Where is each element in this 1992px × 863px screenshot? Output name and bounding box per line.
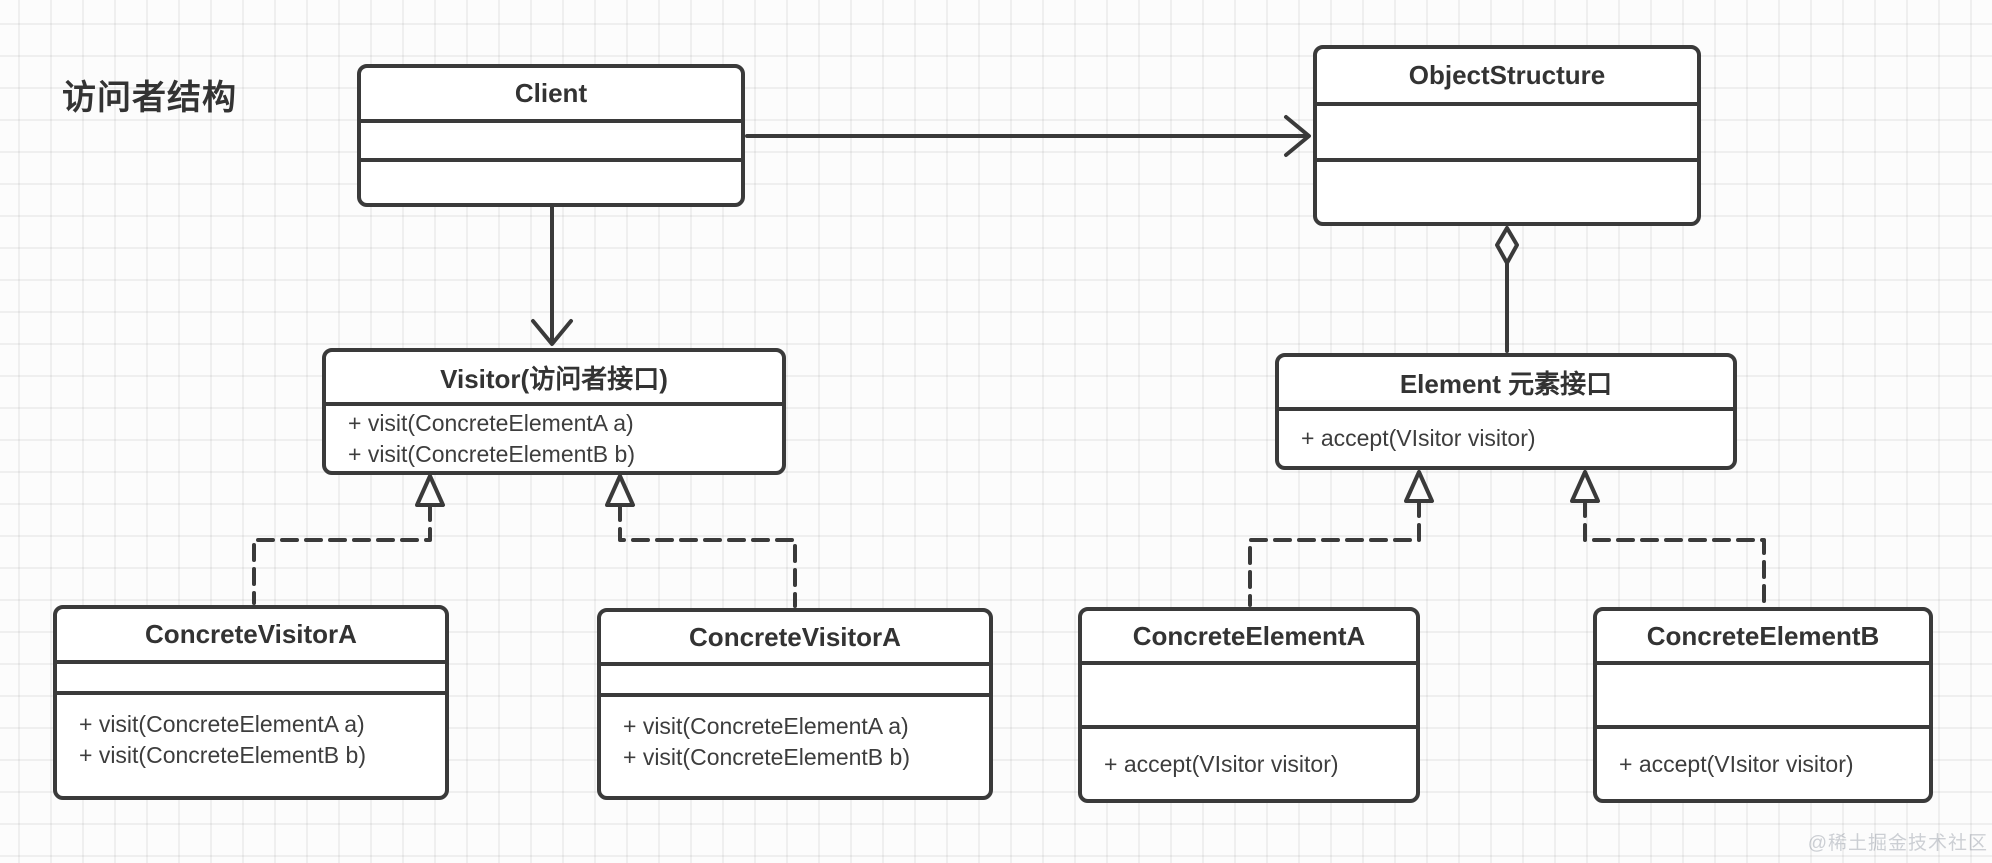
page-title: 访问者结构	[62, 79, 237, 117]
concrete-visitor-2-dashed-line	[618, 503, 797, 608]
class-title: ConcreteVisitorA	[57, 609, 445, 664]
class-title: Client	[361, 68, 741, 123]
inheritance-triangle-icon	[1570, 470, 1600, 503]
class-methods-empty	[361, 162, 741, 203]
inheritance-triangle-icon	[1404, 470, 1434, 503]
class-attributes-empty	[57, 664, 445, 695]
class-methods: + accept(VIsitor visitor)	[1082, 729, 1416, 799]
inheritance-triangle-icon	[415, 474, 445, 507]
class-methods: + visit(ConcreteElementA a) + visit(Conc…	[601, 697, 989, 796]
concrete-element-a-dashed-line	[1248, 499, 1421, 607]
class-box-element: Element 元素接口 + accept(VIsitor visitor)	[1275, 353, 1737, 470]
class-attributes-empty	[361, 123, 741, 162]
class-attributes-empty	[1597, 665, 1929, 729]
class-title: ConcreteElementB	[1597, 611, 1929, 665]
class-box-objectstructure: ObjectStructure	[1313, 45, 1701, 226]
concrete-visitor-1-dashed-line	[252, 503, 432, 605]
class-box-client: Client	[357, 64, 745, 207]
method-line: + visit(ConcreteElementB b)	[348, 441, 635, 467]
class-title: Visitor(访问者接口)	[326, 352, 782, 406]
class-box-concrete-visitor-1: ConcreteVisitorA + visit(ConcreteElement…	[53, 605, 449, 800]
class-methods: + visit(ConcreteElementA a) + visit(Conc…	[326, 406, 782, 471]
method-line: + visit(ConcreteElementB b)	[623, 744, 910, 770]
class-methods: + visit(ConcreteElementA a) + visit(Conc…	[57, 695, 445, 796]
method-line: + visit(ConcreteElementA a)	[348, 410, 634, 436]
method-line: + visit(ConcreteElementA a)	[623, 713, 909, 739]
method-line: + visit(ConcreteElementA a)	[79, 711, 365, 737]
concrete-element-b-dashed-line	[1583, 499, 1766, 607]
class-attributes-empty	[601, 666, 989, 697]
class-box-concrete-visitor-2: ConcreteVisitorA + visit(ConcreteElement…	[597, 608, 993, 800]
class-attributes-empty	[1317, 106, 1697, 162]
class-methods: + accept(VIsitor visitor)	[1597, 729, 1929, 799]
watermark: @稀土掘金技术社区	[1807, 833, 1988, 854]
method-line: + accept(VIsitor visitor)	[1619, 750, 1854, 777]
class-attributes-empty	[1082, 665, 1416, 729]
inheritance-triangle-icon	[605, 474, 635, 507]
aggregation-diamond-icon	[1495, 226, 1519, 265]
method-line: + visit(ConcreteElementB b)	[79, 742, 366, 768]
arrow-head-right-icon	[1284, 115, 1311, 157]
class-methods: + accept(VIsitor visitor)	[1279, 411, 1733, 466]
class-methods-empty	[1317, 162, 1697, 222]
class-title: ObjectStructure	[1317, 49, 1697, 106]
method-line: + accept(VIsitor visitor)	[1104, 750, 1339, 777]
class-box-concrete-element-a: ConcreteElementA + accept(VIsitor visito…	[1078, 607, 1420, 803]
arrow-head-down-icon	[531, 319, 573, 346]
class-title: ConcreteElementA	[1082, 611, 1416, 665]
class-title: Element 元素接口	[1279, 357, 1733, 411]
class-title: ConcreteVisitorA	[601, 612, 989, 666]
class-box-visitor: Visitor(访问者接口) + visit(ConcreteElementA …	[322, 348, 786, 475]
class-box-concrete-element-b: ConcreteElementB + accept(VIsitor visito…	[1593, 607, 1933, 803]
method-line: + accept(VIsitor visitor)	[1301, 425, 1536, 451]
